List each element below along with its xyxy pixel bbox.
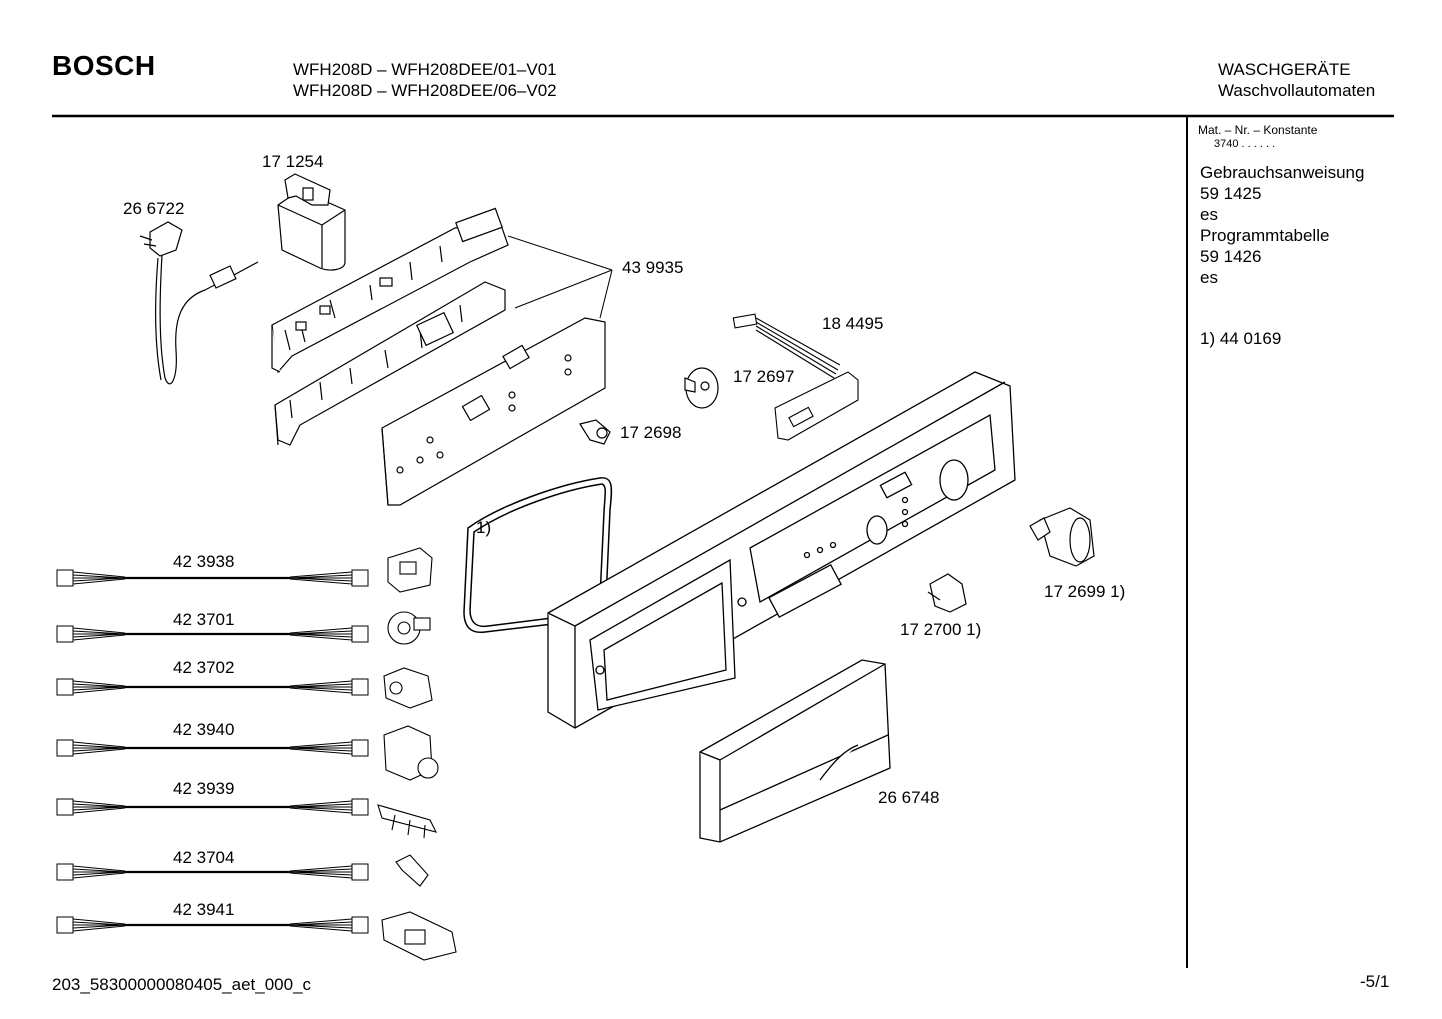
- part-label-172697: 17 2697: [733, 367, 795, 386]
- part-label-266722: 26 6722: [123, 199, 185, 218]
- harness-components: [377, 547, 457, 961]
- cable-label: 42 3938: [173, 552, 235, 571]
- wire-harness-cable: [56, 678, 369, 696]
- cable-label: 42 3701: [173, 610, 235, 629]
- model-line-2: WFH208D – WFH208DEE/06–V02: [293, 81, 557, 100]
- cable-label: 42 3702: [173, 658, 235, 677]
- doc-program-title: Programmtabelle: [1200, 226, 1330, 245]
- model-line-1: WFH208D – WFH208DEE/01–V01: [293, 60, 557, 79]
- part-label-172700: 17 2700 1): [900, 620, 982, 639]
- brand-logo: BOSCH: [52, 50, 156, 81]
- cable-label: 42 3941: [173, 900, 235, 919]
- wire-harness-cables: [56, 569, 369, 934]
- electronic-board-lower: [274, 281, 506, 446]
- page-number: -5/1: [1360, 972, 1390, 991]
- electronic-board-upper: [271, 207, 509, 374]
- cable-label: 42 3940: [173, 720, 235, 739]
- doc-manual-lang: es: [1200, 205, 1218, 224]
- power-cord-part: [139, 221, 259, 385]
- mat-nr-value: 3740 . . . . . .: [1214, 138, 1276, 150]
- wire-harness-cable: [56, 625, 369, 643]
- seal-gasket-part: [463, 477, 613, 634]
- category-title: WASCHGERÄTE: [1218, 60, 1351, 79]
- part-label-171254: 17 1254: [262, 152, 324, 171]
- front-panel-part: [547, 371, 1016, 729]
- wire-harness-cable: [56, 798, 369, 816]
- knob-shaft-part: [684, 367, 719, 409]
- part-label-172698: 17 2698: [620, 423, 682, 442]
- wire-harness-cable: [56, 916, 369, 934]
- wire-harness-cable: [56, 863, 369, 881]
- mat-nr-label: Mat. – Nr. – Konstante: [1198, 123, 1318, 137]
- doc-manual-number: 59 1425: [1200, 184, 1262, 203]
- footnote-ref: 1) 44 0169: [1200, 329, 1282, 348]
- part-label-266748: 26 6748: [878, 788, 940, 807]
- wire-harness-cable: [56, 569, 369, 587]
- program-knob-small-part: [927, 573, 967, 613]
- leader-lines-439935: [507, 235, 613, 319]
- program-knob-large-part: [1029, 507, 1095, 567]
- control-panel-board: [381, 317, 606, 506]
- doc-manual-title: Gebrauchsanweisung: [1200, 163, 1365, 182]
- part-label-439935: 43 9935: [622, 258, 684, 277]
- doc-program-number: 59 1426: [1200, 247, 1262, 266]
- part-label-172699: 17 2699 1): [1044, 582, 1126, 601]
- door-flap-part: [699, 659, 891, 843]
- ribbon-cable-part: [732, 313, 859, 441]
- filter-module-part: [277, 173, 346, 271]
- knob-small-part: [579, 419, 611, 445]
- part-label-184495: 18 4495: [822, 314, 884, 333]
- part-label-seal-ref: 1): [476, 518, 492, 537]
- doc-program-lang: es: [1200, 268, 1218, 287]
- wire-harness-cable: [56, 739, 369, 757]
- drawing-code: 203_58300000080405_aet_000_c: [52, 975, 312, 994]
- subcategory-title: Waschvollautomaten: [1218, 81, 1376, 100]
- cable-label: 42 3939: [173, 779, 235, 798]
- cable-label: 42 3704: [173, 848, 235, 867]
